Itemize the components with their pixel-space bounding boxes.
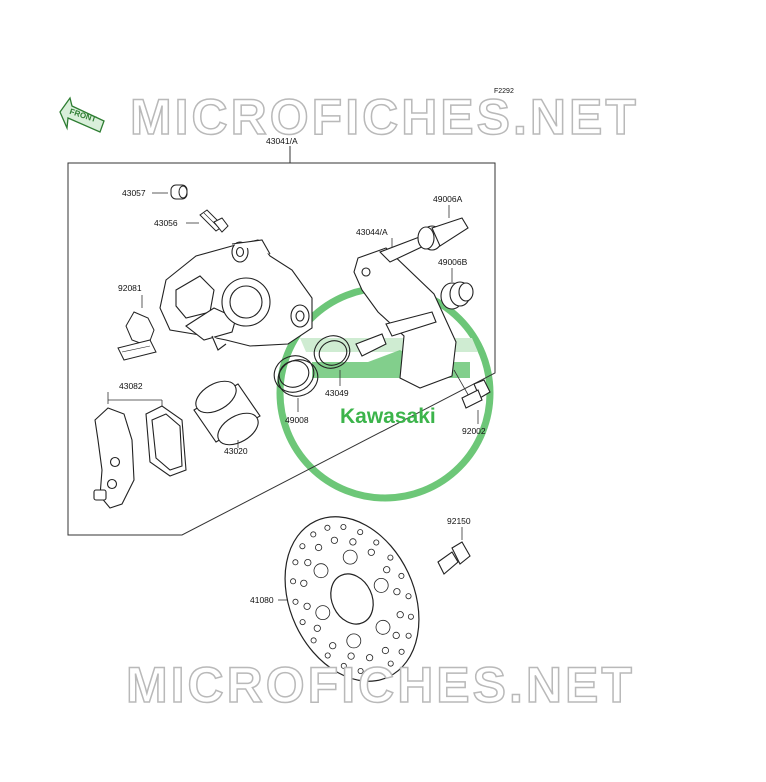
disc-hole — [405, 593, 412, 600]
piston-seal-49008 — [273, 355, 319, 412]
brake-pads-43082 — [93, 392, 187, 509]
part-label-43056: 43056 — [154, 218, 178, 228]
disc-hole — [349, 538, 357, 546]
front-arrow-icon — [59, 96, 105, 133]
disc-hole — [342, 549, 358, 565]
disc-hole — [299, 619, 306, 626]
disc-hole — [290, 578, 297, 585]
disc-hole — [381, 646, 389, 655]
disc-hole — [313, 624, 321, 632]
disc-hole — [330, 536, 338, 544]
pin-boot-49006A — [417, 205, 469, 251]
figure-code: F2292 — [494, 88, 514, 95]
disc-hole — [375, 619, 391, 635]
part-label-49008: 49008 — [285, 415, 309, 425]
pin-boot-49006B — [440, 268, 474, 310]
disc-hole — [405, 632, 412, 639]
disc-hole — [396, 611, 404, 619]
part-label-41080: 41080 — [250, 595, 274, 605]
disc-hole — [373, 578, 389, 593]
disc-hole — [383, 566, 391, 574]
caliper-body — [159, 239, 313, 351]
part-label-92002: 92002 — [462, 426, 486, 436]
disc-hole — [315, 605, 331, 620]
disc-hole — [367, 548, 375, 556]
caliper-bracket-43044A — [353, 235, 457, 389]
disc-hole — [373, 667, 380, 674]
disc-hole — [292, 598, 299, 605]
brake-disc-41080 — [278, 516, 420, 682]
bleeder-valve-43056 — [186, 209, 229, 233]
kawasaki-logo-text: Kawasaki — [340, 405, 436, 428]
disc-hole — [398, 572, 405, 579]
part-label-43041A: 43041/A — [266, 136, 298, 146]
disc-hole — [340, 524, 347, 531]
disc-hole — [310, 531, 317, 538]
disc-hole — [387, 554, 394, 561]
disc-hole — [299, 543, 306, 550]
part-label-43049: 43049 — [325, 388, 349, 398]
disc-bolt-92150 — [437, 527, 471, 575]
disc-hole — [310, 637, 317, 644]
disc-hole — [393, 588, 401, 596]
disc-hole — [387, 660, 394, 667]
assembly-frame — [67, 162, 496, 536]
disc-hole — [392, 631, 400, 640]
bolt-92002 — [453, 369, 491, 424]
disc-hole — [292, 559, 299, 566]
part-label-43020: 43020 — [224, 446, 248, 456]
disc-hole — [357, 529, 364, 536]
disc-hole — [304, 558, 312, 567]
disc-hole — [303, 602, 311, 610]
part-label-49006A: 49006A — [433, 194, 463, 204]
disc-hole — [357, 668, 364, 675]
disc-hole — [347, 652, 355, 660]
disc-hole — [398, 648, 405, 655]
part-label-92150: 92150 — [447, 516, 471, 526]
watermark-top: MICROFICHES.NET — [129, 89, 639, 145]
disc-hole — [407, 613, 414, 620]
disc-hole — [365, 654, 374, 662]
piston-43020 — [193, 380, 261, 448]
disc-hole — [329, 642, 337, 650]
dust-seal-43049 — [313, 335, 351, 386]
part-label-43082: 43082 — [119, 381, 143, 391]
disc-hole — [324, 652, 331, 659]
part-label-43057: 43057 — [122, 188, 146, 198]
part-label-92081: 92081 — [118, 283, 142, 293]
pad-spring-92081 — [117, 295, 157, 361]
disc-hole — [314, 543, 323, 552]
disc-hole — [313, 563, 329, 579]
disc-hole — [346, 633, 362, 649]
part-label-49006B: 49006B — [438, 257, 468, 267]
disc-hole — [373, 539, 380, 546]
disc-hole — [300, 579, 308, 587]
watermark-bottom: MICROFICHES.NET — [125, 657, 635, 713]
bleeder-cap-43057 — [152, 184, 188, 200]
part-label-43044A: 43044/A — [356, 227, 388, 237]
disc-hole — [324, 524, 331, 531]
disc-hole — [340, 662, 347, 669]
